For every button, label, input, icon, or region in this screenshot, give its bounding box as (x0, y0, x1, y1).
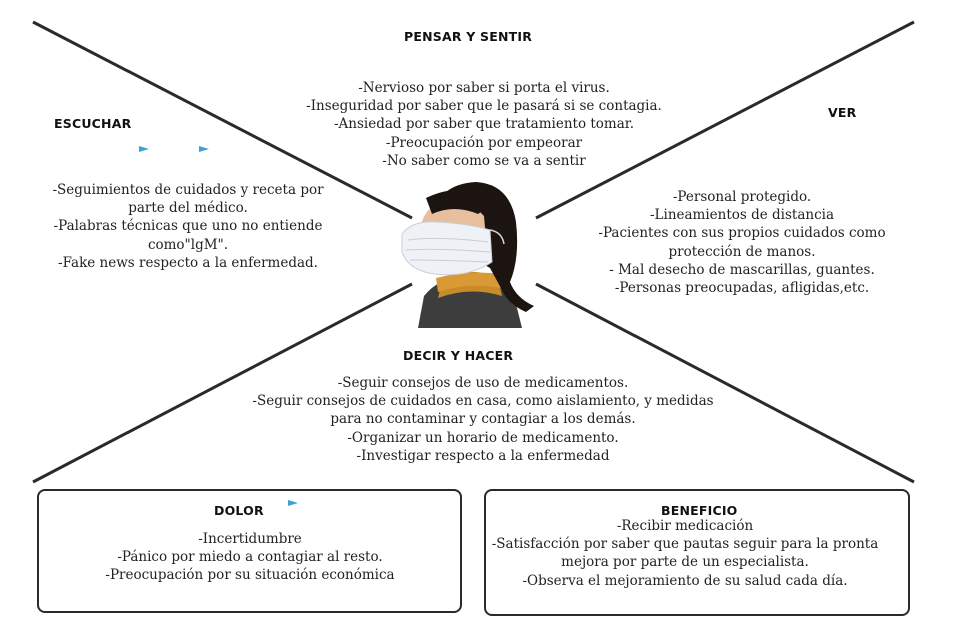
list-item: mejora por parte de un especialista. (561, 554, 809, 571)
ver-title: VER (828, 105, 857, 120)
list-item: - Mal desecho de mascarillas, guantes. (609, 261, 875, 278)
list-item: -Seguir consejos de cuidados en casa, co… (252, 393, 714, 410)
ver-list: -Personal protegido. -Lineamientos de di… (594, 188, 890, 297)
line-bottom-left (32, 282, 413, 484)
beneficio-list: -Recibir medicación -Satisfacción por sa… (488, 517, 882, 590)
decir-hacer-list: -Seguir consejos de uso de medicamentos.… (240, 374, 726, 465)
list-item: -Seguir consejos de uso de medicamentos. (337, 375, 629, 391)
person-with-mask-photo (401, 182, 534, 328)
escuchar-list: -Seguimientos de cuidados y receta por p… (20, 181, 356, 272)
list-item: -Personas preocupadas, afligidas,etc. (614, 280, 870, 297)
list-item: -Recibir medicación (616, 518, 754, 534)
arrow-icon (139, 146, 149, 152)
list-item: -Fake news respecto a la enfermedad. (58, 254, 318, 271)
beneficio-title: BENEFICIO (661, 503, 738, 518)
list-item: -Satisfacción por saber que pautas segui… (491, 536, 879, 553)
list-item: -Incertidumbre (198, 531, 302, 547)
list-item: como"lgM". (147, 236, 229, 253)
arrow-icon (288, 500, 298, 506)
dolor-box (37, 489, 462, 613)
list-item: -Investigar respecto a la enfermedad (356, 447, 610, 464)
list-item: -Inseguridad por saber que le pasará si … (306, 98, 662, 115)
list-item: -Seguimientos de cuidados y receta por (52, 182, 324, 198)
line-bottom-right (535, 282, 915, 484)
list-item: -Palabras técnicas que uno no entiende (53, 218, 323, 235)
arrow-icon (199, 146, 209, 152)
line-top-left (32, 20, 413, 220)
list-item: -Preocupación por empeorar (385, 134, 583, 151)
list-item: protección de manos. (668, 243, 816, 260)
beneficio-box (484, 489, 910, 616)
list-item: -Nervioso por saber si porta el virus. (358, 80, 610, 96)
line-top-right (535, 20, 915, 220)
list-item: -Organizar un horario de medicamento. (347, 429, 619, 446)
list-item: -Pacientes con sus propios cuidados como (598, 225, 886, 242)
list-item: -Ansiedad por saber que tratamiento toma… (333, 116, 635, 133)
dolor-list: -Incertidumbre -Pánico por miedo a conta… (60, 530, 440, 585)
escuchar-title: ESCUCHAR (54, 116, 132, 131)
decir-hacer-title: DECIR Y HACER (403, 348, 514, 363)
pensar-sentir-title: PENSAR Y SENTIR (404, 29, 533, 44)
list-item: -Personal protegido. (672, 189, 812, 205)
list-item: -No saber como se va a sentir (382, 152, 586, 169)
list-item: -Preocupación por su situación económica (105, 567, 395, 584)
list-item: para no contaminar y contagiar a los dem… (330, 411, 636, 428)
list-item: -Lineamientos de distancia (649, 207, 835, 224)
list-item: -Observa el mejoramiento de su salud cad… (522, 572, 848, 589)
dolor-title: DOLOR (214, 503, 264, 518)
pensar-sentir-list: -Nervioso por saber si porta el virus. -… (280, 79, 688, 170)
list-item: parte del médico. (128, 200, 248, 217)
list-item: -Pánico por miedo a contagiar al resto. (117, 549, 383, 566)
